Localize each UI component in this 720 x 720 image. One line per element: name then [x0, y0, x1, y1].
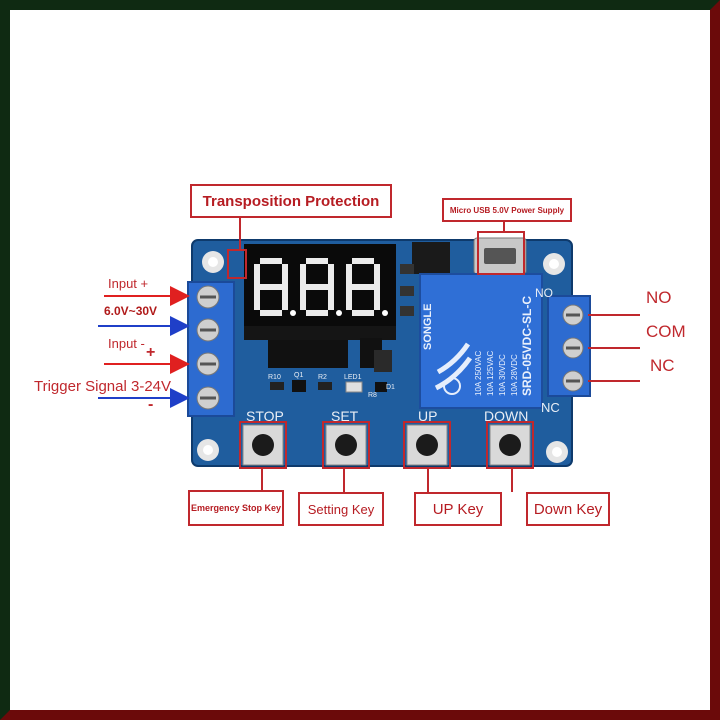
digit-1-segment-2 [282, 264, 288, 287]
relay-rating-3: 10A 30VDC [498, 354, 507, 396]
digit-2-segment-3 [328, 287, 334, 310]
digit-3-segment-7 [352, 284, 374, 290]
relay [419, 273, 543, 409]
digit-3-segment-6 [346, 264, 352, 287]
input-terminal-block [187, 281, 235, 417]
digit-1-segment-7 [260, 284, 282, 290]
emergency-stop-key-label: Emergency Stop Key [188, 490, 284, 526]
trigger-minus-sign: - [148, 396, 154, 413]
relay-rating-4: 10A 28VDC [510, 354, 519, 396]
stop-button-silkscreen: STOP [246, 408, 284, 424]
digit-2-segment-5 [300, 287, 306, 310]
digit-2-segment-2 [328, 264, 334, 287]
digit-2-segment-6 [300, 264, 306, 287]
set-button-silkscreen: SET [331, 408, 359, 424]
component-q1: Q1 [294, 372, 304, 379]
up-key-label: UP Key [414, 492, 502, 526]
digit-2-segment-7 [306, 284, 328, 290]
trigger-plus-sign: + [146, 344, 156, 361]
input-minus-label: Input - [108, 336, 145, 351]
up-button-silkscreen: UP [418, 408, 438, 424]
com-label: COM [646, 322, 686, 341]
digit-2-segment-4 [306, 310, 328, 316]
component-d1: D1 [386, 384, 395, 391]
digit-1-segment-4 [260, 310, 282, 316]
setting-key-label: Setting Key [298, 492, 384, 526]
push-buttons [242, 424, 531, 466]
component-led1: LED1 [344, 374, 362, 381]
nc-label: NC [650, 356, 675, 375]
digit-3-segment-5 [346, 287, 352, 310]
trigger-signal-label: Trigger Signal 3-24V [34, 378, 172, 395]
down-button-silkscreen: DOWN [484, 408, 529, 424]
input-arrows [98, 286, 190, 408]
voltage-range-label: 6.0V~30V [104, 304, 158, 318]
digit-3-segment-4 [352, 310, 374, 316]
digit-1-segment-3 [282, 287, 288, 310]
mounting-holes [197, 251, 568, 463]
transposition-protection-label: Transposition Protection [190, 184, 392, 218]
relay-brand: SONGLE [422, 303, 434, 350]
terminal-nc-silkscreen: NC [541, 400, 560, 415]
component-r2: R2 [318, 374, 327, 381]
digit-3-segment-3 [374, 287, 380, 310]
seven-segment-display [244, 244, 396, 340]
relay-no-mark: NO [535, 286, 553, 300]
relay-model: SRD-05VDC-SL-C [520, 295, 534, 396]
ic-chip [268, 340, 348, 368]
relay-terminal-block [547, 295, 591, 397]
digit-1-decimal-point [290, 310, 296, 316]
component-r8: R8 [368, 392, 377, 399]
input-plus-label: Input + [108, 276, 149, 291]
digit-1-segment-1 [260, 258, 282, 264]
digit-1-segment-6 [254, 264, 260, 287]
digit-2-decimal-point [336, 310, 342, 316]
digit-1-segment-5 [254, 287, 260, 310]
no-label: NO [646, 288, 672, 307]
digit-2-segment-1 [306, 258, 328, 264]
relay-rating-2: 10A 125VAC [486, 350, 495, 396]
usb-power-label: Micro USB 5.0V Power Supply [442, 198, 572, 222]
down-key-label: Down Key [526, 492, 610, 526]
component-r10: R10 [268, 374, 281, 381]
digit-3-segment-2 [374, 264, 380, 287]
digit-3-segment-1 [352, 258, 374, 264]
digit-3-decimal-point [382, 310, 388, 316]
relay-rating-1: 10A 250VAC [474, 350, 483, 396]
